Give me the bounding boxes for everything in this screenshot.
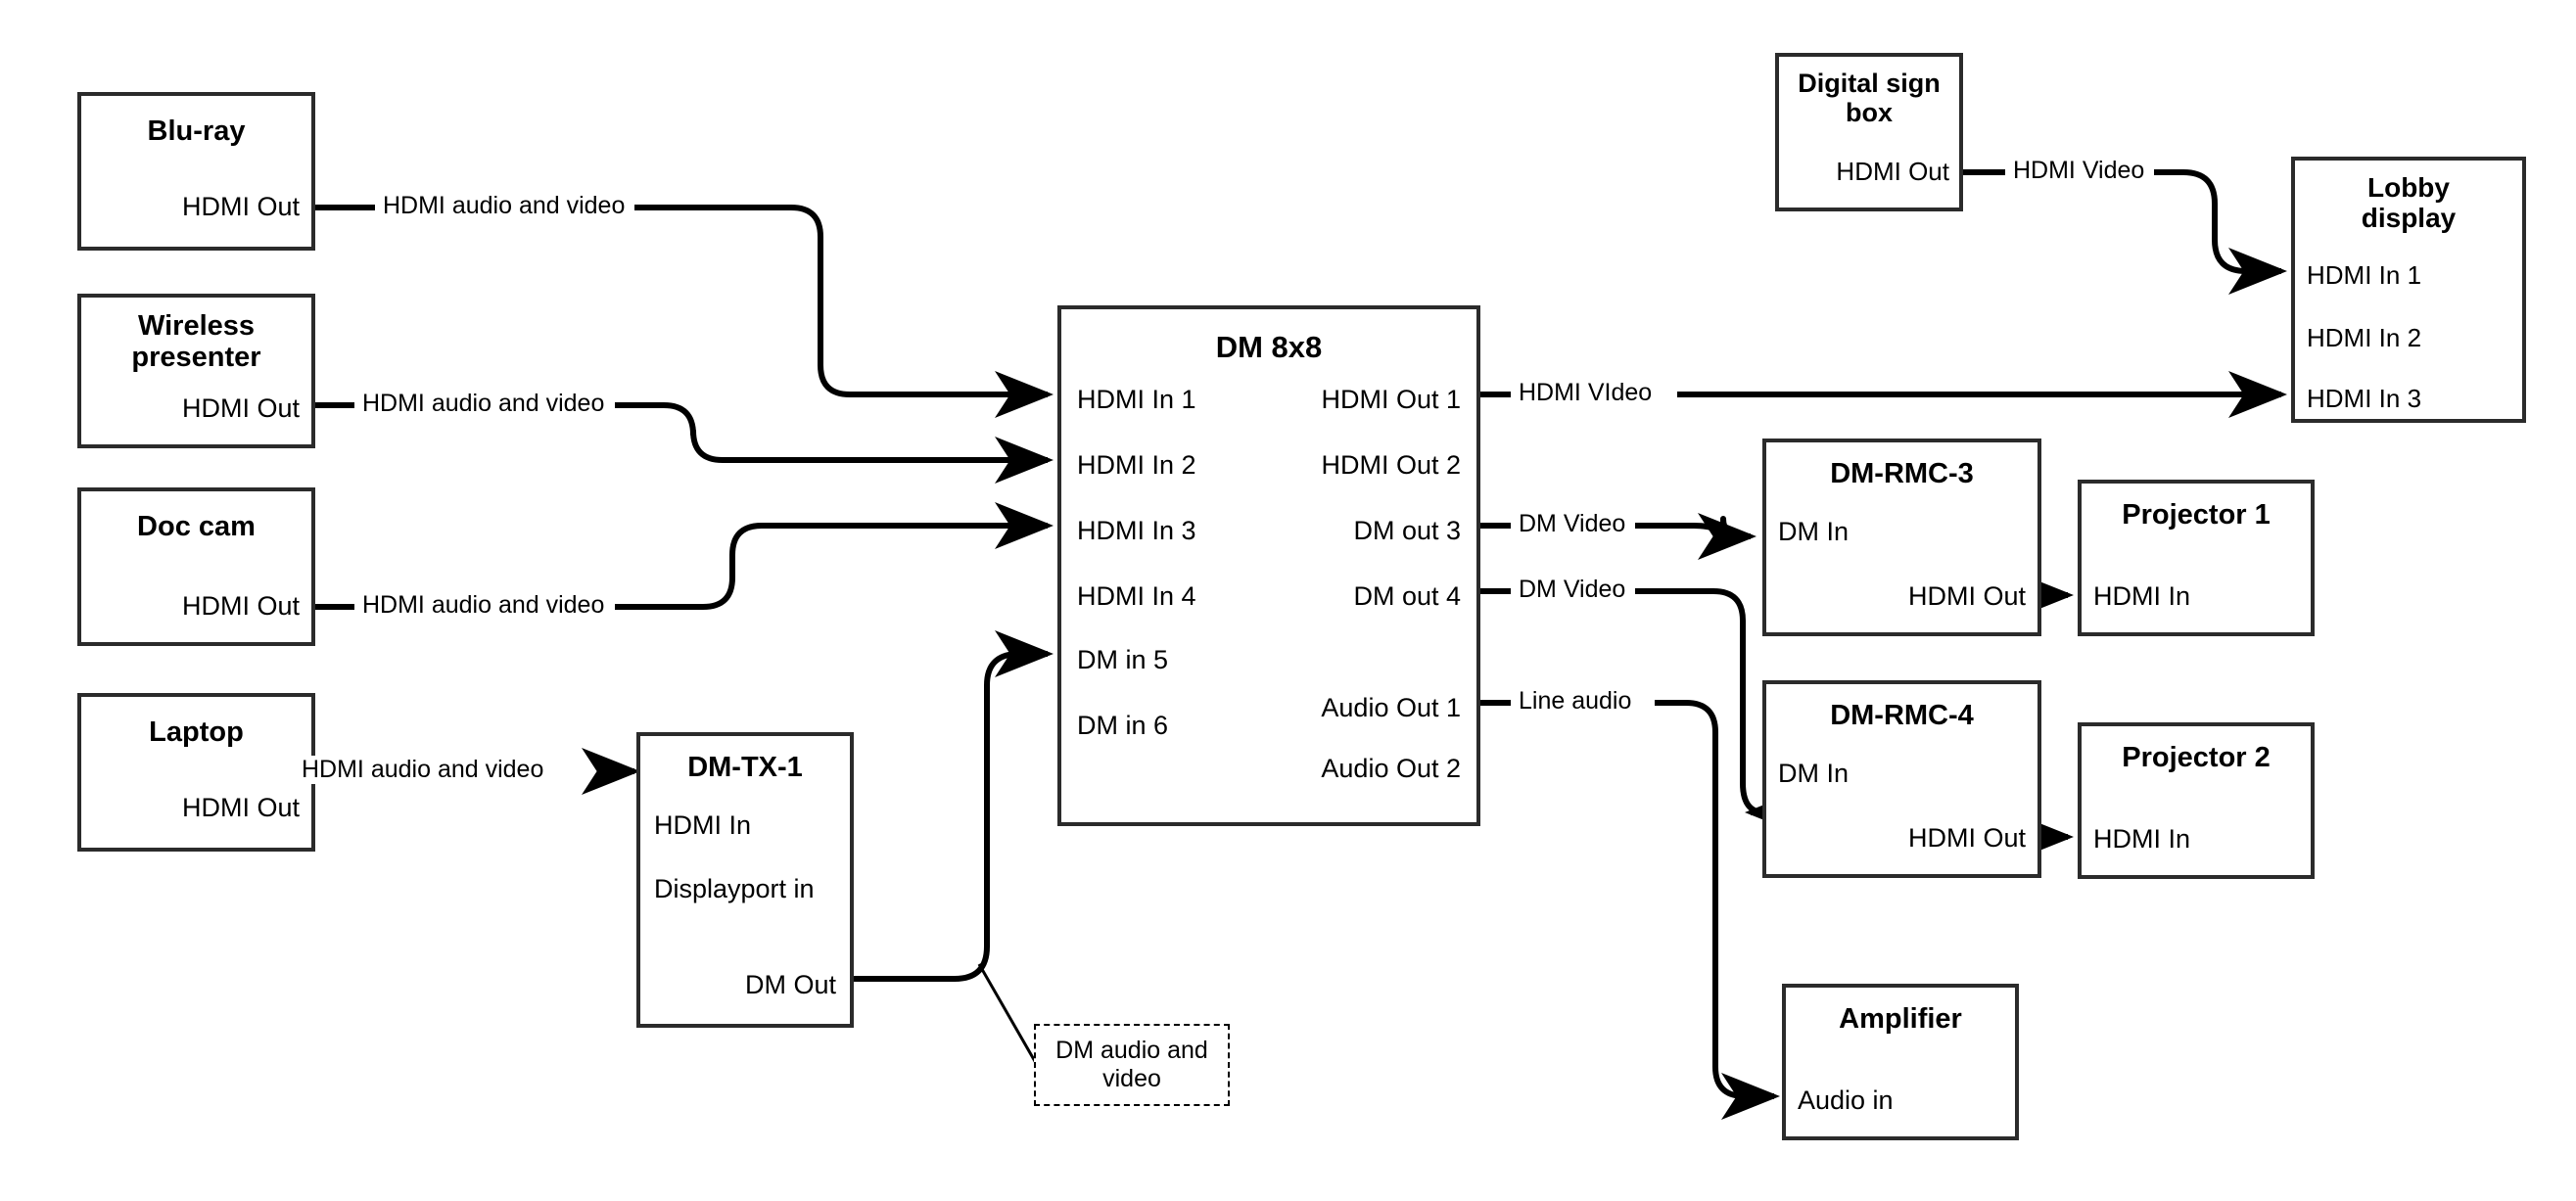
wire-audio-out1-to-amplifier [1480, 700, 1774, 1096]
node-lobby-display-title: Lobby display [2361, 172, 2457, 234]
node-projector-2-port-hdmi-in: HDMI In [2093, 824, 2191, 854]
node-dm-8x8-input-dm-in-5: DM in 5 [1077, 645, 1169, 674]
node-dm-tx-1-title: DM-TX-1 [687, 752, 803, 783]
node-dm-8x8-title: DM 8x8 [1215, 330, 1323, 364]
node-bluray[interactable]: Blu-ray HDMI Out [77, 92, 315, 251]
node-digital-sign-box-title: Digital sign box [1798, 69, 1941, 128]
node-projector-1[interactable]: Projector 1 HDMI In [2078, 480, 2315, 636]
node-wireless-presenter[interactable]: Wireless presenter HDMI Out [77, 294, 315, 448]
wire-label-doccam: HDMI audio and video [358, 591, 609, 620]
callout-dm-audio-and-video: DM audio and video [1034, 1024, 1230, 1106]
node-dm-8x8-input-hdmi-in-1: HDMI In 1 [1077, 385, 1196, 414]
node-dm-rmc-3[interactable]: DM-RMC-3 DM In HDMI Out [1762, 439, 2041, 636]
node-dm-tx-1[interactable]: DM-TX-1 HDMI In Displayport in DM Out [636, 732, 854, 1028]
wire-dsbox-to-lobby-in1 [1963, 169, 2281, 271]
node-dm-rmc-4-port-dm-in: DM In [1778, 759, 1850, 788]
wire-wireless-to-hdmi-in-2 [315, 405, 1048, 460]
node-amplifier[interactable]: Amplifier Audio in [1782, 984, 2019, 1140]
node-wireless-presenter-port-hdmi-out: HDMI Out [181, 393, 300, 423]
node-dm-8x8-output-audio-out-1: Audio Out 1 [1321, 693, 1461, 722]
node-amplifier-title: Amplifier [1839, 1003, 1962, 1035]
node-dm-tx-1-port-dm-out: DM Out [744, 970, 836, 999]
node-lobby-display-port-hdmi-in-1: HDMI In 1 [2307, 260, 2422, 290]
node-dm-8x8-output-hdmi-out-1: HDMI Out 1 [1321, 385, 1461, 414]
node-digital-sign-box[interactable]: Digital sign box HDMI Out [1775, 53, 1963, 211]
wire-label-bluray: HDMI audio and video [379, 192, 630, 220]
node-projector-1-port-hdmi-in: HDMI In [2093, 581, 2191, 611]
wire-label-hdmi-out-1: HDMI VIdeo [1515, 379, 1657, 407]
node-dm-tx-1-port-displayport-in: Displayport in [654, 874, 815, 903]
node-lobby-display-port-hdmi-in-3: HDMI In 3 [2307, 384, 2422, 413]
node-dm-rmc-4-port-hdmi-out: HDMI Out [1907, 823, 2026, 853]
node-doc-cam-title: Doc cam [137, 511, 256, 542]
node-projector-1-title: Projector 1 [2122, 499, 2271, 531]
node-laptop-title: Laptop [149, 716, 244, 748]
wire-label-audio-out-1: Line audio [1515, 687, 1636, 716]
node-dm-8x8-output-dm-out-3: DM out 3 [1353, 516, 1461, 545]
wire-dm-out3-to-rmc3 [1480, 519, 1751, 541]
node-dm-tx-1-port-hdmi-in: HDMI In [654, 810, 752, 840]
node-dm-rmc-3-title: DM-RMC-3 [1830, 458, 1974, 489]
node-dm-rmc-4[interactable]: DM-RMC-4 DM In HDMI Out [1762, 680, 2041, 878]
wire-dmtx1-to-dm-in-5 [806, 630, 1054, 982]
node-projector-2-title: Projector 2 [2122, 742, 2271, 773]
wire-label-dm-out-4: DM Video [1515, 576, 1630, 604]
node-dm-8x8[interactable]: DM 8x8 HDMI In 1 HDMI In 2 HDMI In 3 HDM… [1057, 305, 1480, 826]
node-doc-cam[interactable]: Doc cam HDMI Out [77, 487, 315, 646]
node-dm-rmc-4-title: DM-RMC-4 [1830, 700, 1974, 731]
wire-doccam-to-hdmi-in-3 [315, 526, 1048, 610]
callout-leader-line [977, 963, 1042, 1071]
node-doc-cam-port-hdmi-out: HDMI Out [181, 591, 300, 621]
wire-label-laptop: HDMI audio and video [298, 756, 548, 784]
node-laptop-port-hdmi-out: HDMI Out [181, 793, 300, 822]
node-dm-8x8-input-dm-in-6: DM in 6 [1077, 711, 1169, 740]
node-bluray-title: Blu-ray [147, 115, 246, 147]
wire-label-dm-out-3: DM Video [1515, 510, 1630, 538]
node-dm-rmc-3-port-dm-in: DM In [1778, 517, 1850, 546]
wire-dm-out4-to-rmc4 [1480, 588, 1764, 812]
node-dm-8x8-output-audio-out-2: Audio Out 2 [1321, 754, 1461, 783]
wire-label-digital-sign: HDMI Video [2009, 157, 2149, 185]
node-digital-sign-box-port-hdmi-out: HDMI Out [1836, 157, 1949, 186]
node-lobby-display-port-hdmi-in-2: HDMI In 2 [2307, 323, 2422, 352]
node-lobby-display[interactable]: Lobby display HDMI In 1 HDMI In 2 HDMI I… [2291, 157, 2526, 423]
node-laptop[interactable]: Laptop HDMI Out [77, 693, 315, 852]
callout-text: DM audio and video [1055, 1036, 1208, 1093]
node-dm-8x8-input-hdmi-in-3: HDMI In 3 [1077, 516, 1196, 545]
node-dm-8x8-input-hdmi-in-2: HDMI In 2 [1077, 450, 1196, 480]
wire-label-wireless: HDMI audio and video [358, 390, 609, 418]
node-dm-8x8-output-dm-out-4: DM out 4 [1353, 581, 1461, 611]
node-dm-8x8-input-hdmi-in-4: HDMI In 4 [1077, 581, 1196, 611]
node-amplifier-port-audio-in: Audio in [1798, 1086, 1894, 1115]
node-projector-2[interactable]: Projector 2 HDMI In [2078, 722, 2315, 879]
node-bluray-port-hdmi-out: HDMI Out [181, 192, 300, 221]
node-dm-8x8-output-hdmi-out-2: HDMI Out 2 [1321, 450, 1461, 480]
node-dm-rmc-3-port-hdmi-out: HDMI Out [1907, 581, 2026, 611]
wire-bluray-to-hdmi-in-1 [315, 205, 1048, 394]
node-wireless-presenter-title: Wireless presenter [131, 310, 261, 374]
